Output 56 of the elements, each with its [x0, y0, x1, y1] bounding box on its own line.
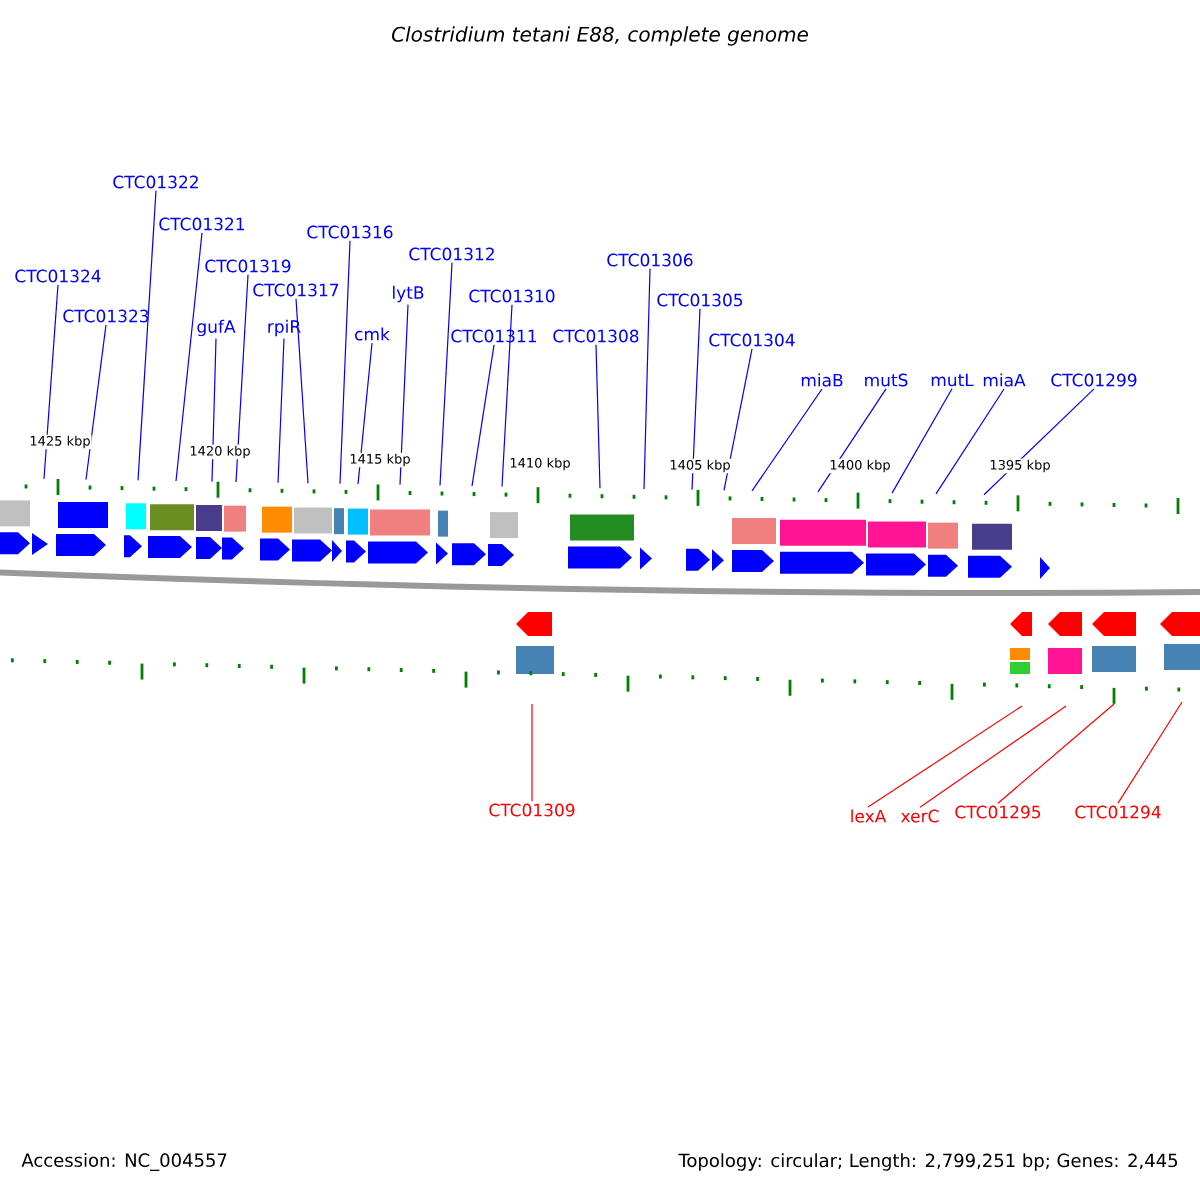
- leader-line: [595, 344, 601, 489]
- footer-text: Accession: NC_004557: [20, 1152, 229, 1172]
- leader-line: [399, 304, 409, 486]
- leader-line: [85, 324, 107, 481]
- gene-label: CTC01306: [607, 253, 693, 267]
- gene-label: CTC01295: [955, 805, 1041, 819]
- gene-label: CTC01308: [553, 329, 639, 343]
- leader-line: [277, 338, 285, 484]
- gene-label: CTC01309: [489, 803, 575, 817]
- leader-line: [357, 342, 373, 485]
- title: Clostridium tetani E88, complete genome: [392, 26, 808, 46]
- leader-line: [997, 703, 1115, 804]
- leader-line: [891, 388, 953, 494]
- gene-label: xerC: [901, 809, 939, 823]
- gene-label: CTC01322: [113, 175, 198, 189]
- leader-line: [339, 240, 351, 485]
- leader-line: [817, 388, 887, 493]
- leader-line: [295, 298, 309, 484]
- gene-label: gufA: [197, 319, 236, 337]
- gene-label: CTC01316: [307, 225, 393, 239]
- leader-line: [439, 262, 453, 487]
- leader-line: [935, 388, 1005, 495]
- leader-line: [751, 388, 823, 492]
- leader-line: [919, 705, 1067, 808]
- leader-line: [983, 388, 1095, 496]
- leader-line: [501, 304, 513, 488]
- gene-label: CTC01321: [159, 217, 245, 231]
- gene-label: CTC01317: [253, 283, 339, 297]
- gene-label: CTC01310: [469, 289, 555, 303]
- gene-label: CTC01305: [657, 293, 743, 307]
- leader-line: [211, 338, 217, 483]
- leader-line: [531, 703, 533, 802]
- leader-line: [471, 344, 495, 487]
- gene-label: mutS: [865, 373, 908, 387]
- gene-label: mutL: [931, 373, 974, 387]
- gene-label: CTC01299: [1051, 373, 1137, 387]
- gene-label: lytB: [393, 285, 424, 303]
- gene-label: lexA: [851, 809, 887, 823]
- leader-line: [723, 348, 753, 491]
- gene-label: miaA: [983, 373, 1026, 387]
- gene-label: CTC01319: [205, 259, 291, 273]
- leader-line: [175, 232, 203, 482]
- leader-line: [643, 268, 651, 490]
- footer-text: Topology: circular; Length: 2,799,251 bp; Genes: 2,445: [677, 1152, 1180, 1172]
- gene-label: CTC01312: [409, 247, 494, 261]
- leader-line: [691, 308, 701, 491]
- gene-label: CTC01324: [15, 269, 101, 283]
- leader-line: [867, 705, 1023, 808]
- leader-line: [1117, 701, 1183, 804]
- gene-label: CTC01294: [1075, 805, 1161, 819]
- gene-label: cmk: [355, 327, 390, 341]
- gene-label: miaB: [801, 373, 843, 387]
- leader-line: [43, 284, 59, 480]
- leader-line: [137, 190, 157, 481]
- leader-line: [235, 274, 249, 483]
- gene-label: CTC01304: [709, 333, 795, 347]
